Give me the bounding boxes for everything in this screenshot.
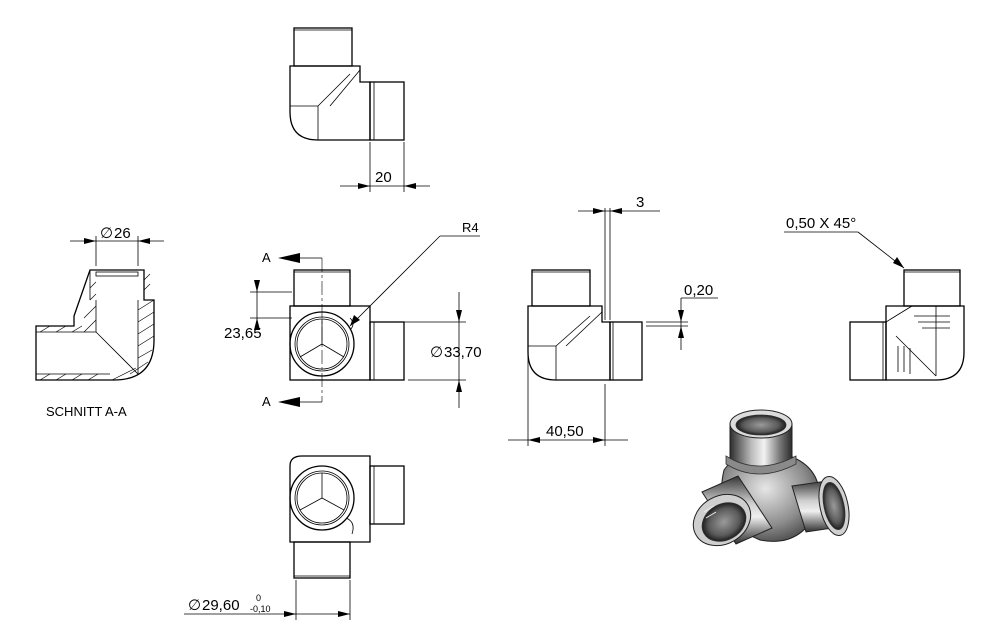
side-view: 3 0,20 40,50 <box>508 194 718 446</box>
outer-dia-symbol: ∅ <box>430 344 443 361</box>
chamfer-label: 0,50 X 45° <box>786 215 856 232</box>
radius-label: R4 <box>462 220 479 235</box>
section-dia-symbol: ∅ <box>100 225 113 242</box>
dim-step-label: 0,20 <box>684 282 713 299</box>
dim-gap-label: 3 <box>636 194 644 211</box>
section-mark-bottom: A <box>262 394 271 409</box>
section-mark-top: A <box>262 250 271 265</box>
dim-section-dia-label: 26 <box>114 225 131 242</box>
bottom-dia-symbol: ∅ <box>188 597 201 614</box>
tolerance-upper: 0 <box>256 593 261 603</box>
bottom-view: ∅ 29,60 0 -0,10 <box>184 455 405 620</box>
section-hatching <box>39 273 155 381</box>
dim-top-width-label: 20 <box>375 169 392 186</box>
dim-bottom-dia-label: 29,60 <box>202 597 240 614</box>
dim-height-label: 23,65 <box>224 325 262 342</box>
top-view: 20 <box>289 27 430 192</box>
section-view: ∅ 26 SCHNITT A-A <box>35 225 164 419</box>
front-view: A A R4 23,65 ∅ 33,70 <box>224 220 482 409</box>
dim-length-label: 40,50 <box>546 423 584 440</box>
3d-render <box>692 409 850 547</box>
rear-view: 0,50 X 45° <box>784 215 965 381</box>
section-title: SCHNITT A-A <box>46 404 127 419</box>
tolerance-lower: -0,10 <box>250 604 271 614</box>
dim-outer-dia-label: 33,70 <box>444 344 482 361</box>
